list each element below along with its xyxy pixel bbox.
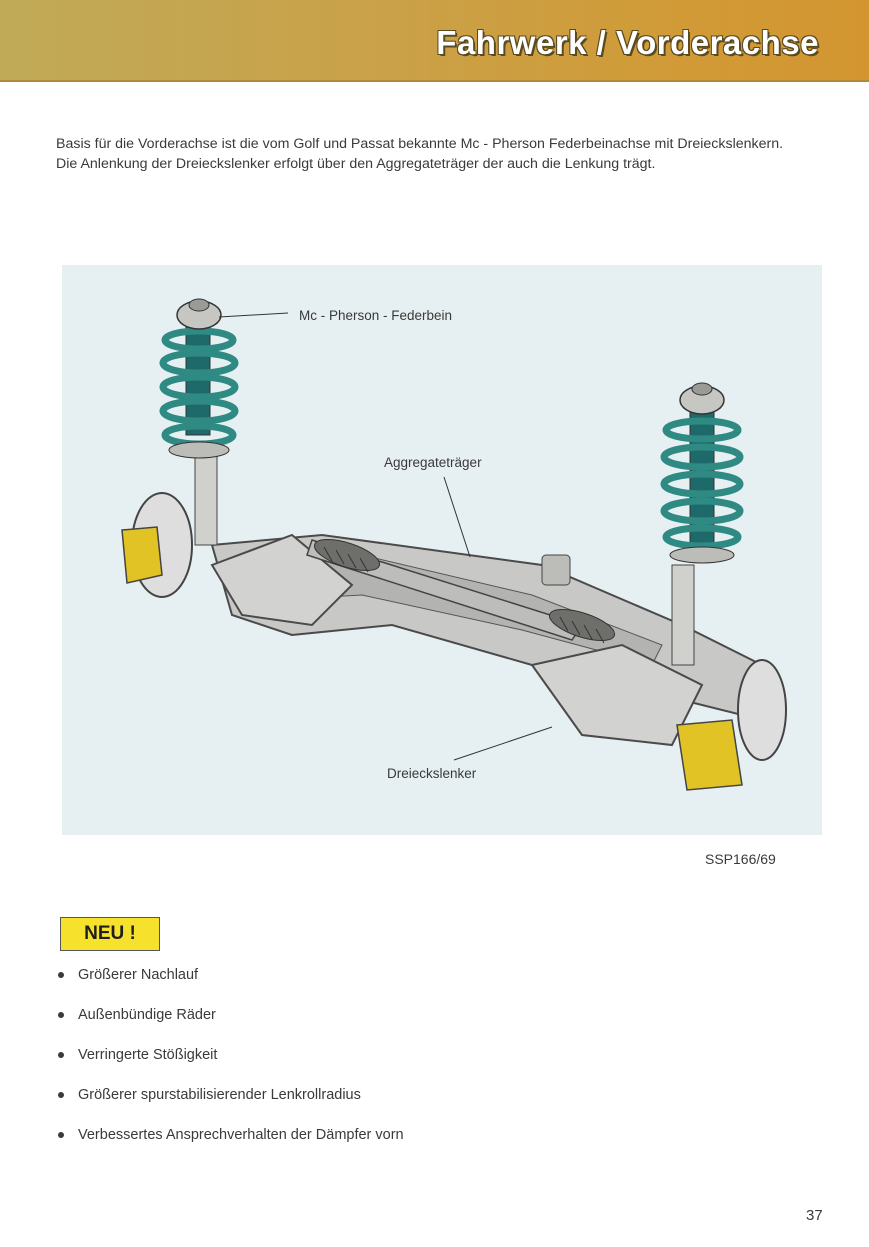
bullet-icon xyxy=(58,1052,64,1058)
feature-text: Größerer Nachlauf xyxy=(78,967,199,983)
list-item: Außenbündige Räder xyxy=(56,1005,404,1045)
feature-text: Außenbündige Räder xyxy=(78,1007,216,1023)
figure-reference: SSP166/69 xyxy=(705,851,776,867)
bullet-icon xyxy=(58,972,64,978)
right-steering-boot xyxy=(548,608,616,644)
subframe-leader-line xyxy=(443,476,471,558)
feature-text: Verbessertes Ansprechverhalten der Dämpf… xyxy=(78,1127,404,1143)
right-wishbone-shape xyxy=(530,643,704,747)
right-brake-caliper xyxy=(676,719,743,791)
front-axle-drawing xyxy=(121,298,787,791)
bullet-icon xyxy=(58,1092,64,1098)
list-item: Größerer Nachlauf xyxy=(56,965,404,1005)
front-axle-illustration: Mc - Pherson - Federbein Aggregateträger… xyxy=(62,265,822,835)
page-title: Fahrwerk / Vorderachse xyxy=(436,24,819,61)
caption-wishbone: Dreieckslenker xyxy=(387,766,477,781)
intro-paragraph: Basis für die Vorderachse ist die vom Go… xyxy=(56,136,784,172)
feature-list: Größerer Nachlauf Außenbündige Räder Ver… xyxy=(56,965,404,1165)
page-number: 37 xyxy=(806,1207,823,1224)
header-band: Fahrwerk / Vorderachse xyxy=(0,0,869,82)
caption-strut: Mc - Pherson - Federbein xyxy=(299,308,453,323)
feature-text: Verringerte Stößigkeit xyxy=(78,1047,218,1063)
right-brake-disc xyxy=(737,659,787,761)
bullet-icon xyxy=(58,1132,64,1138)
strut-leader-line xyxy=(218,312,289,318)
left-strut xyxy=(159,298,239,546)
list-item: Verringerte Stößigkeit xyxy=(56,1045,404,1085)
bullet-icon xyxy=(58,1012,64,1018)
left-steering-boot xyxy=(313,538,381,573)
new-badge: NEU ! xyxy=(60,917,160,951)
list-item: Verbessertes Ansprechverhalten der Dämpf… xyxy=(56,1125,404,1165)
caption-subframe: Aggregateträger xyxy=(384,455,482,470)
list-item: Größerer spurstabilisierender Lenkrollra… xyxy=(56,1085,404,1125)
left-brake-caliper xyxy=(121,526,163,584)
right-strut xyxy=(660,382,744,666)
center-mount xyxy=(541,554,571,586)
wishbone-leader-line xyxy=(453,726,553,761)
feature-text: Größerer spurstabilisierender Lenkrollra… xyxy=(78,1087,361,1103)
